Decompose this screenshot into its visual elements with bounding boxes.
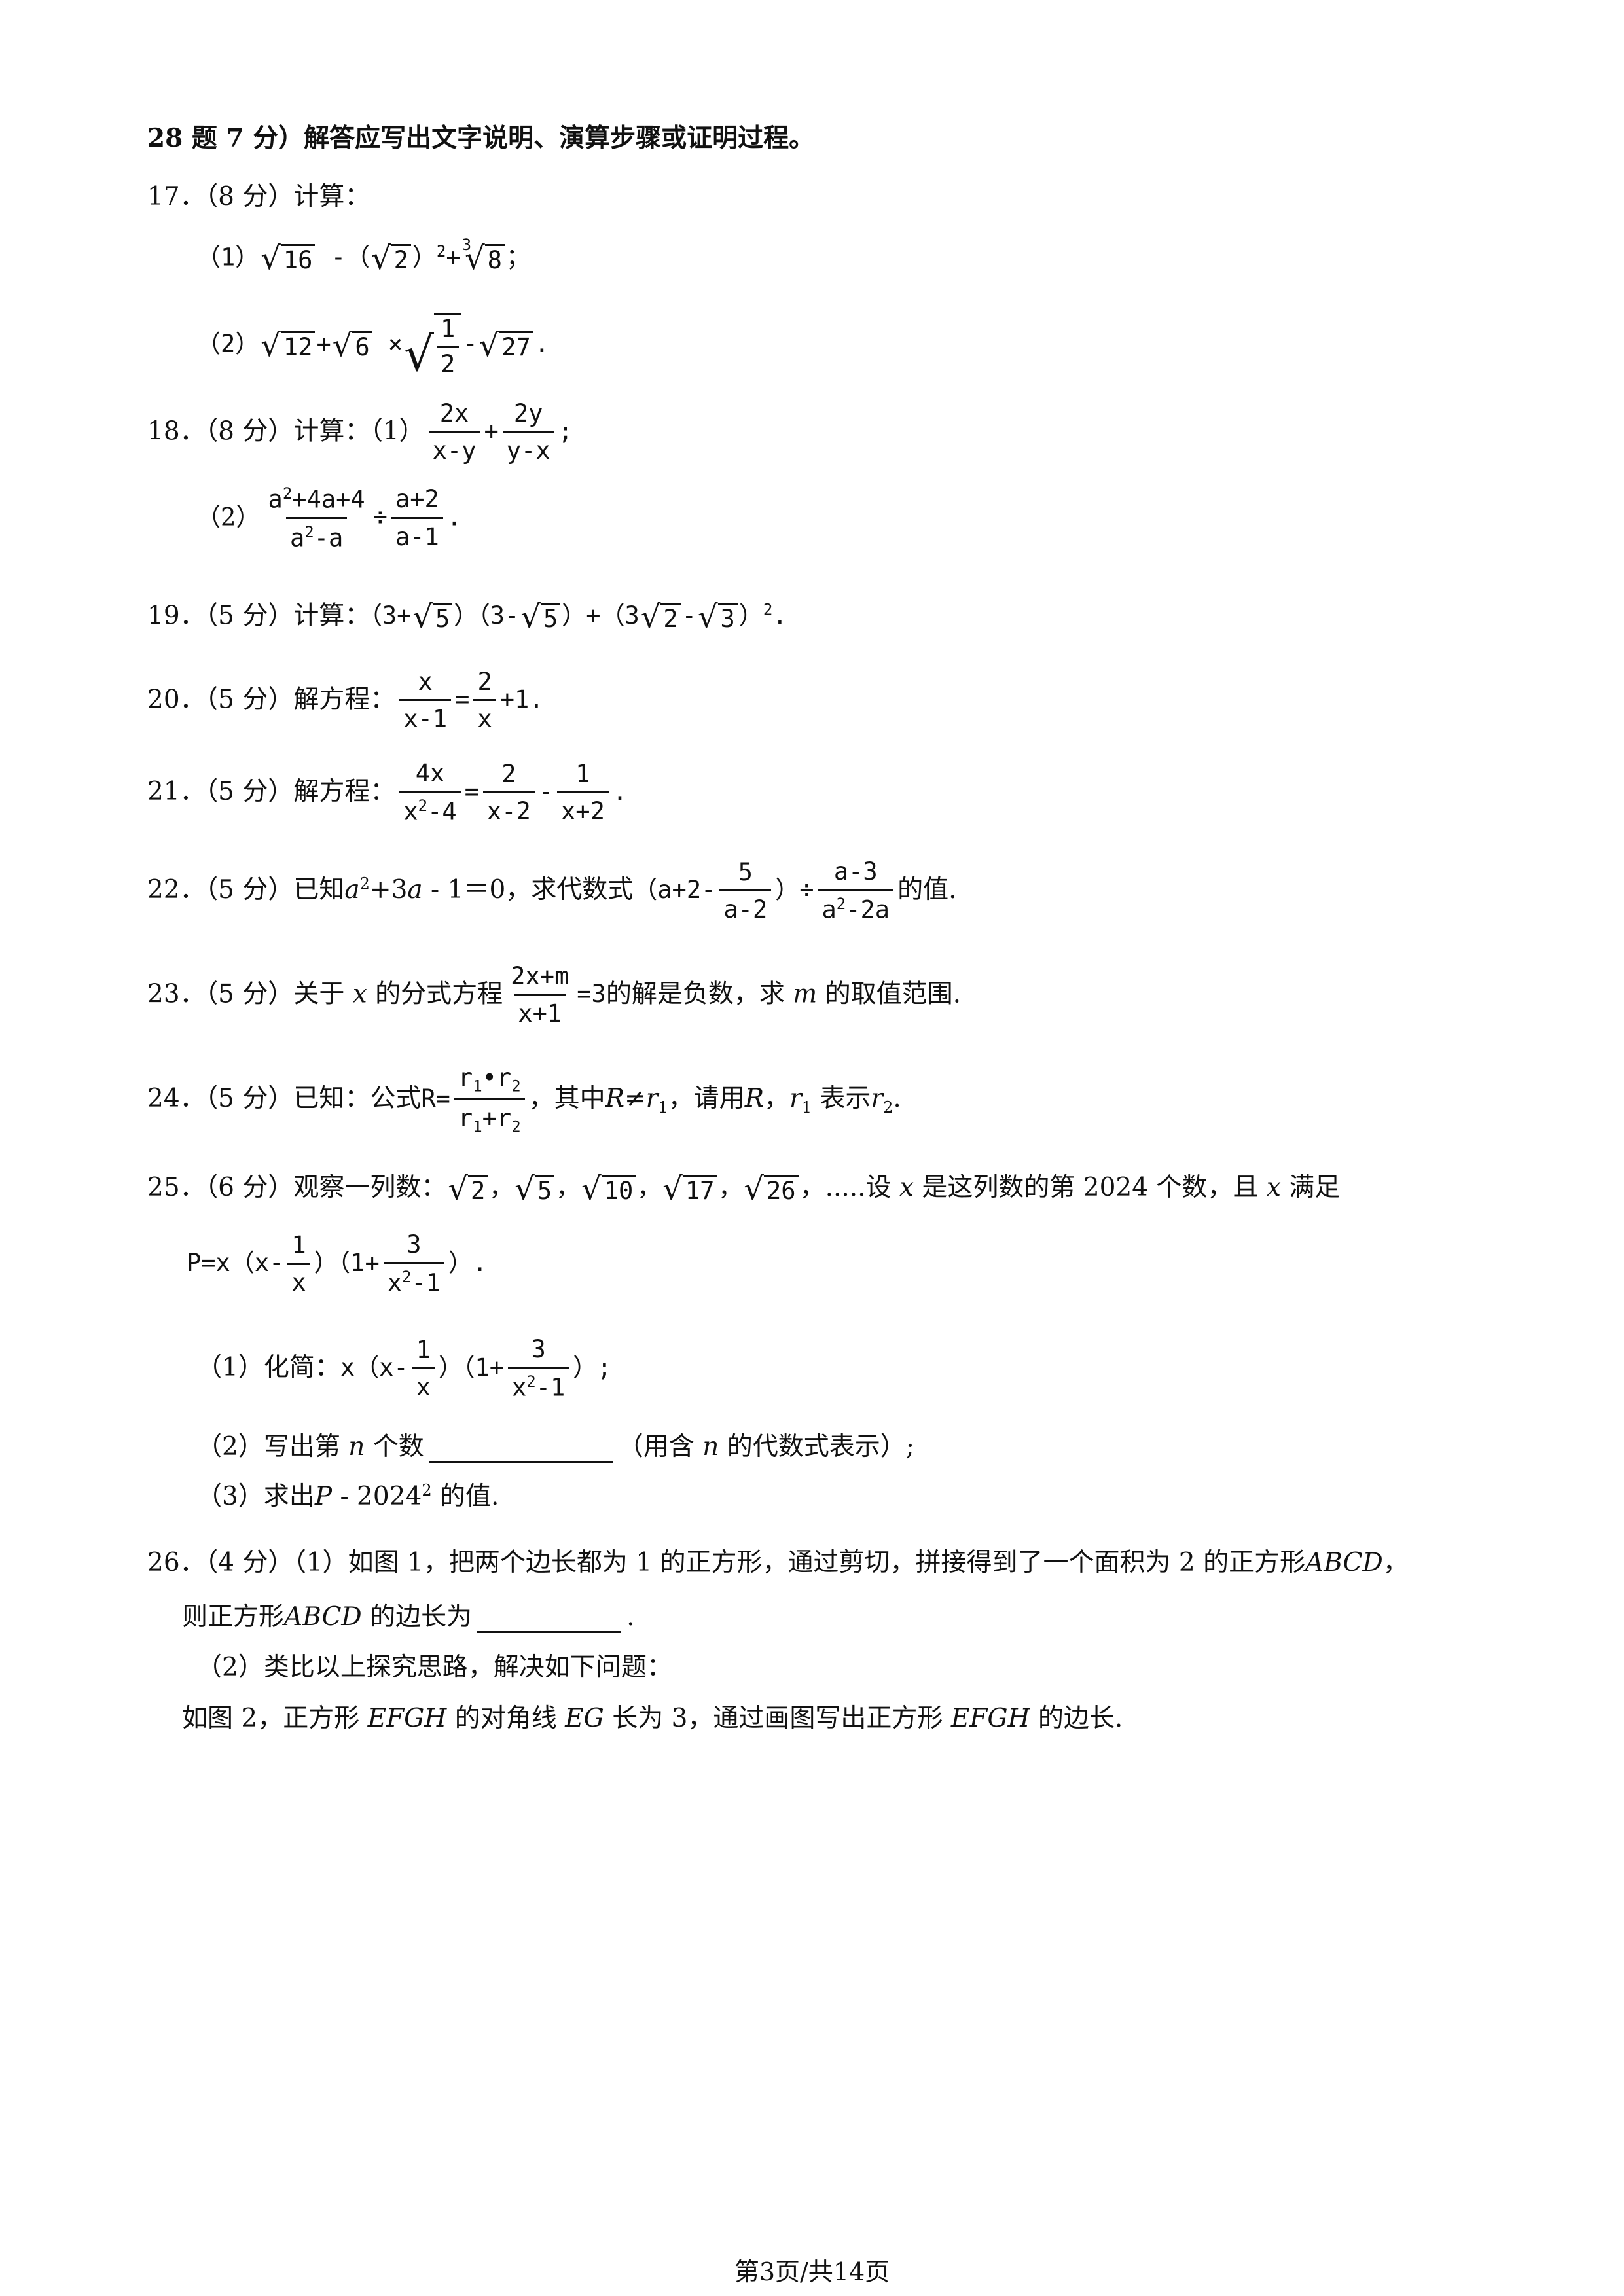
q26-text: 的边长为 [370,1602,473,1632]
part-label: （2） [196,503,261,531]
q25-text: （用含 [617,1432,695,1462]
q26-text: 的边长. [1038,1704,1123,1733]
part-label: （1） [196,243,260,272]
q26-line2: 则正方形ABCD 的边长为 . [182,1600,635,1633]
q25-part3: （3）求出P - 20242 的值. [196,1481,499,1511]
page-number: 第3页/共14页 [734,2257,890,2286]
q23-text: 的解是负数，求 [605,979,785,1009]
q26-line1: 26．（4 分）（1）如图 1，把两个边长都为 1 的正方形，通过剪切，拼接得到… [147,1548,1409,1577]
q18-heading: 18．（8 分）计算：（1） [147,416,425,446]
q23-heading: 23．（5 分）关于 [147,979,345,1009]
q25-text: 个数 [372,1432,424,1462]
q25-heading: 25．（6 分）观察一列数： [147,1173,447,1202]
q24-text: 表示 [820,1084,871,1114]
q26-text: 如图 2，正方形 [182,1704,360,1733]
sqrt-5: √5 [412,601,453,633]
sqrt-6: √6 [333,330,372,361]
q17-heading: 17．（8 分）计算： [147,182,370,211]
sqrt-3: √3 [698,601,738,633]
q26-line3: （2）类比以上探究思路，解决如下问题： [196,1653,672,1682]
answer-blank[interactable] [477,1600,622,1633]
sqrt-16: √16 [261,243,316,274]
sqrt-2: √2 [641,601,681,633]
part-label: （3）求出 [196,1482,315,1511]
sqrt-26: √26 [744,1174,799,1205]
q24-heading: 24．（5 分）已知：公式 [147,1084,422,1114]
q23-text: 的取值范围. [825,979,962,1009]
sqrt-10: √10 [581,1174,636,1205]
sqrt-5: √5 [520,601,561,633]
q22-heading: 22．（5 分）已知 [147,875,345,905]
sqrt-2: √2 [448,1174,488,1205]
q20-heading: 20．（5 分）解方程： [147,685,396,715]
q26-heading: 26．（4 分）（1）如图 1，把两个边长都为 1 的正方形，通过剪切，拼接得到… [147,1548,1306,1577]
part-label: （2）写出第 [196,1432,340,1462]
q26-line4: 如图 2，正方形 EFGH 的对角线 EG 长为 3，通过画图写出正方形 EFG… [182,1704,1123,1733]
cbrt-8: 3√8 [462,236,505,274]
sqrt-5: √5 [514,1174,555,1205]
q25-text: 的代数式表示）; [727,1432,914,1462]
q24-text: ，请用 [668,1084,745,1114]
sqrt-17: √17 [662,1174,717,1205]
q26-text: 的对角线 [454,1704,557,1733]
sqrt-27: √27 [479,330,533,361]
q17-part1: （1）√16 -（√2）2+3√8； [196,236,530,277]
q19: 19．（5 分）计算：（3+√5）（3-√5）+（3√2-√3）2. [147,598,787,636]
q25-text: 的值. [440,1482,499,1511]
q19-heading: 19．（5 分）计算： [147,601,370,631]
q26-text: 长为 3，通过画图写出正方形 [612,1704,943,1733]
q22-text: 的值. [897,875,957,905]
q24-text: ，其中 [528,1084,605,1114]
q25-text: ，.....设 [799,1173,892,1202]
sqrt-2: √2 [371,243,411,274]
q25-text: 是这列数的第 2024 个数，且 [922,1173,1259,1202]
q23-text: 的分式方程 [375,979,503,1009]
q25-text: 满足 [1289,1173,1341,1202]
part-label: （1）化简： [196,1353,340,1383]
q21-heading: 21．（5 分）解方程： [147,777,396,807]
part-label: （2） [196,330,260,359]
sqrt-12: √12 [261,330,316,361]
q22-text: ，求代数式 [505,875,634,905]
q25-part2: （2）写出第 n 个数 （用含 n 的代数式表示）; [196,1430,914,1463]
answer-blank[interactable] [429,1430,613,1463]
q26-text: 则正方形 [182,1602,285,1632]
q25: 25．（6 分）观察一列数：√2，√5，√10，√17，√26，.....设 x… [147,1170,1341,1208]
section-instruction: 28 题 7 分）解答应写出文字说明、演算步骤或证明过程。 [147,123,815,153]
